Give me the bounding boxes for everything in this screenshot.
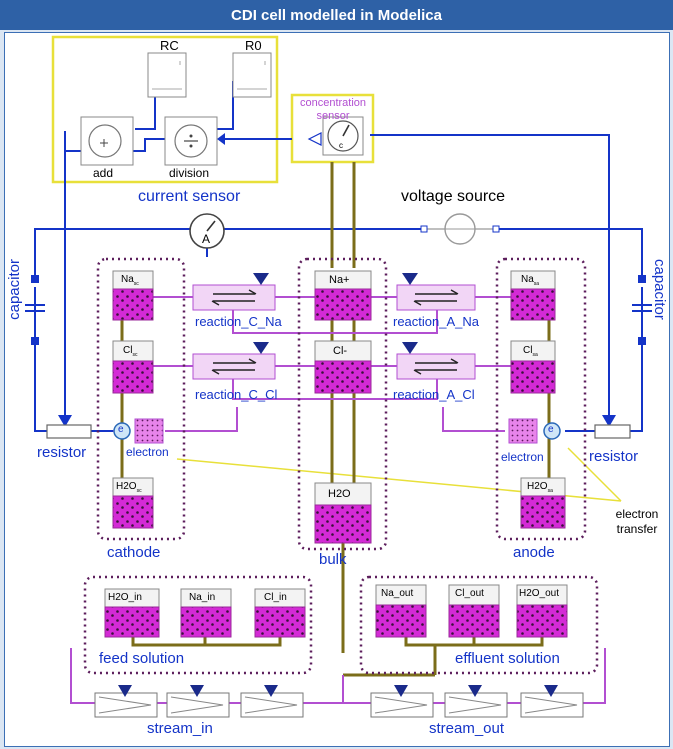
feed-h2o-label: H2O_in — [108, 592, 142, 603]
effluent-na-label: Na_out — [381, 588, 414, 599]
capacitor-left — [25, 291, 45, 333]
electron-block-right[interactable] — [508, 418, 538, 444]
resistor-left-label: resistor — [37, 444, 87, 461]
feed-na-label: Na_in — [189, 592, 216, 603]
anode-label: anode — [513, 544, 555, 561]
anode-na-label: Nasa — [521, 274, 540, 287]
bulk-cl-label: Cl- — [333, 345, 348, 357]
effluent-solution-compartment — [359, 575, 599, 675]
ammeter-symbol: A — [202, 232, 211, 246]
electron-node-right[interactable] — [543, 422, 561, 440]
cathode-cl-label: Clsc — [123, 345, 138, 358]
reaction-a-na[interactable] — [396, 273, 476, 311]
bulk-na-label: Na+ — [329, 274, 350, 286]
reaction-c-cl[interactable] — [192, 342, 276, 380]
stream-in-1[interactable] — [94, 685, 158, 718]
voltage-source-label: voltage source — [401, 188, 506, 205]
fluid-links — [70, 296, 606, 704]
tank-effluent-cl[interactable] — [448, 584, 500, 638]
cathode-h2o-label: H2Osc — [116, 481, 142, 494]
r0-block[interactable] — [232, 52, 272, 98]
reaction-a-cl-label: reaction_A_Cl — [393, 387, 475, 402]
tank-bulk-na[interactable] — [314, 270, 372, 321]
ammeter[interactable] — [189, 213, 225, 249]
effluent-solution-label: effluent solution — [455, 650, 560, 667]
reaction-c-na-label: reaction_C_Na — [195, 314, 282, 329]
resistor-right[interactable] — [594, 424, 631, 439]
add-label: add — [93, 166, 114, 180]
division-block[interactable] — [164, 116, 218, 166]
electron-block-left[interactable] — [134, 418, 164, 444]
sensor-c-symbol: c — [339, 141, 343, 150]
stream-out-label: stream_out — [429, 720, 505, 737]
resistor-left[interactable] — [46, 424, 92, 439]
electron-transfer-pointer-right — [567, 447, 622, 502]
cathode-na-label: Nasc — [121, 274, 139, 287]
stream-in-3[interactable] — [240, 685, 304, 718]
concentration-sensor-label: concentration sensor — [299, 97, 367, 123]
electron-transfer-label: electron transfer — [615, 507, 659, 536]
electron-node-left-symbol: e — [118, 424, 124, 435]
bulk-h2o-label: H2O — [328, 488, 351, 500]
anode-cl-label: Clsa — [523, 345, 538, 358]
concentration-sensor[interactable] — [307, 116, 364, 156]
diagram-title: CDI cell modelled in Modelica — [231, 6, 442, 24]
capacitor-right — [632, 291, 652, 333]
add-block[interactable] — [80, 116, 134, 166]
tank-feed-h2o[interactable] — [104, 588, 160, 638]
tank-bulk-cl[interactable] — [314, 340, 372, 394]
pipes — [120, 162, 551, 677]
tank-anode-h2o[interactable] — [520, 477, 566, 529]
bulk-label: bulk — [319, 551, 347, 568]
division-label: division — [169, 166, 210, 180]
electron-node-right-symbol: e — [548, 424, 554, 435]
tank-cathode-h2o[interactable] — [112, 477, 154, 529]
tank-cathode-cl[interactable] — [112, 340, 154, 394]
reaction-c-cl-label: reaction_C_Cl — [195, 387, 278, 402]
tank-effluent-h2o[interactable] — [516, 584, 568, 638]
reaction-a-na-label: reaction_A_Na — [393, 314, 479, 329]
stream-out-3[interactable] — [520, 685, 584, 718]
anode-compartment — [495, 257, 587, 541]
stream-out-2[interactable] — [444, 685, 508, 718]
capacitor-right-label: capacitor — [651, 259, 668, 320]
anode-h2o-label: H2Osa — [527, 481, 553, 494]
electron-node-left[interactable] — [113, 422, 131, 440]
electron-left-label: electron — [126, 445, 169, 459]
tank-anode-na[interactable] — [510, 270, 556, 321]
cdi-diagram — [25, 35, 652, 718]
feed-solution-label: feed solution — [99, 650, 185, 667]
tank-bulk-h2o[interactable] — [314, 482, 372, 544]
effluent-h2o-label: H2O_out — [519, 588, 560, 599]
voltage-source[interactable] — [420, 213, 500, 245]
signal-processing-highlight — [51, 35, 279, 184]
tank-cathode-na[interactable] — [112, 270, 154, 321]
capacitor-left-label: capacitor — [6, 259, 23, 320]
reaction-a-cl[interactable] — [396, 342, 476, 380]
tank-feed-na[interactable] — [180, 588, 232, 638]
stream-in-2[interactable] — [166, 685, 230, 718]
stream-in-label: stream_in — [147, 720, 213, 737]
tank-effluent-na[interactable] — [375, 584, 427, 638]
r0-label: R0 — [245, 38, 262, 53]
stream-out-1[interactable] — [370, 685, 434, 718]
electron-right-label: electron — [501, 450, 544, 464]
rc-block[interactable] — [147, 52, 187, 98]
feed-cl-label: Cl_in — [264, 592, 287, 603]
reaction-c-na[interactable] — [192, 273, 276, 311]
effluent-cl-label: Cl_out — [455, 588, 484, 599]
feed-solution-compartment — [83, 575, 313, 675]
signal-wires — [34, 81, 643, 432]
tank-anode-cl[interactable] — [510, 340, 556, 394]
rc-label: RC — [160, 38, 179, 53]
cathode-label: cathode — [107, 544, 161, 561]
resistor-right-label: resistor — [589, 448, 639, 465]
tank-feed-cl[interactable] — [254, 588, 306, 638]
modelica-canvas: RC R0 add division concentration sensor … — [4, 32, 670, 747]
current-sensor-label: current sensor — [138, 188, 241, 205]
title-bar: CDI cell modelled in Modelica — [0, 0, 673, 30]
